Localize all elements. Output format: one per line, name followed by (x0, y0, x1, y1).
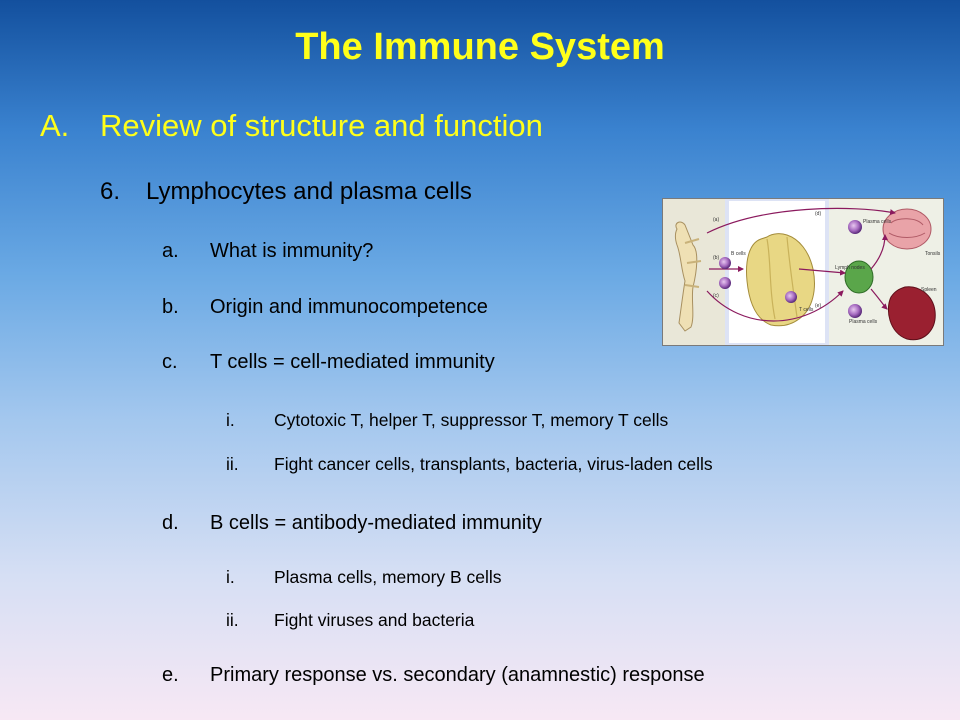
section-number: A. (40, 108, 70, 143)
list-item-number: d. (162, 512, 179, 534)
subsection-number: 6. (100, 178, 121, 205)
sub-list-item-number: i. (226, 567, 235, 587)
figure-label: Plasma cells (863, 219, 892, 225)
tonsils-illustration (882, 208, 932, 250)
list-item: b. Origin and immunocompetence (162, 296, 922, 324)
list-item-text: B cells = antibody-mediated immunity (210, 512, 542, 534)
list-item-text: What is immunity? (210, 240, 374, 262)
sub-list-item-number: i. (226, 410, 235, 430)
sub-list-item-number: ii. (226, 610, 239, 630)
figure-label: Plasma cells (849, 319, 878, 325)
list-item: a. What is immunity? (162, 240, 922, 268)
sub-list-item-text: Plasma cells, memory B cells (274, 567, 502, 587)
list-item-number: c. (162, 351, 178, 373)
thymus-illustration (746, 233, 815, 327)
figure-label: T cells (799, 307, 814, 313)
subsection-text: Lymphocytes and plasma cells (146, 178, 472, 205)
bone-illustration (675, 221, 702, 332)
list-item: d. B cells = antibody-mediated immunity (162, 512, 922, 540)
sub-list-item-text: Cytotoxic T, helper T, suppressor T, mem… (274, 410, 669, 430)
sub-list-item-number: ii. (226, 454, 239, 474)
list-item-number: e. (162, 664, 179, 686)
lymph-node-illustration (844, 260, 874, 294)
figure-label: Lymph nodes (835, 265, 865, 271)
list-item-text: T cells = cell-mediated immunity (210, 351, 495, 373)
figure-label: (d) (815, 211, 821, 217)
list-item: c. T cells = cell-mediated immunity (162, 351, 922, 379)
figure-label: Spleen (921, 287, 937, 293)
sub-list-item-text: Fight cancer cells, transplants, bacteri… (274, 454, 713, 474)
slide-title: The Immune System (295, 26, 665, 68)
sub-list-item: ii. Fight cancer cells, transplants, bac… (226, 454, 926, 478)
figure-label: (a) (713, 217, 719, 223)
figure-label: (e) (815, 303, 821, 309)
list-item: e. Primary response vs. secondary (anamn… (162, 664, 922, 692)
sub-list-item: i. Plasma cells, memory B cells (226, 567, 926, 591)
figure-label: Tonsils (925, 251, 941, 257)
list-item-number: a. (162, 240, 179, 262)
figure-label: (b) (713, 255, 719, 261)
spleen-illustration (887, 286, 936, 341)
figure-label: (c) (713, 293, 719, 299)
figure-label: B cells (731, 251, 746, 257)
subsection-heading: 6. Lymphocytes and plasma cells (100, 178, 700, 210)
section-heading: A. Review of structure and function (40, 108, 740, 148)
lymphocyte-diagram-image: (a) (b) (c) (d) (e) B cells T cells Plas… (662, 198, 944, 346)
sub-list-item: ii. Fight viruses and bacteria (226, 610, 926, 634)
sub-list-item-text: Fight viruses and bacteria (274, 610, 475, 630)
list-item-text: Origin and immunocompetence (210, 296, 488, 318)
list-item-number: b. (162, 296, 179, 318)
section-text: Review of structure and function (100, 108, 543, 143)
sub-list-item: i. Cytotoxic T, helper T, suppressor T, … (226, 410, 926, 434)
list-item-text: Primary response vs. secondary (anamnest… (210, 664, 705, 686)
